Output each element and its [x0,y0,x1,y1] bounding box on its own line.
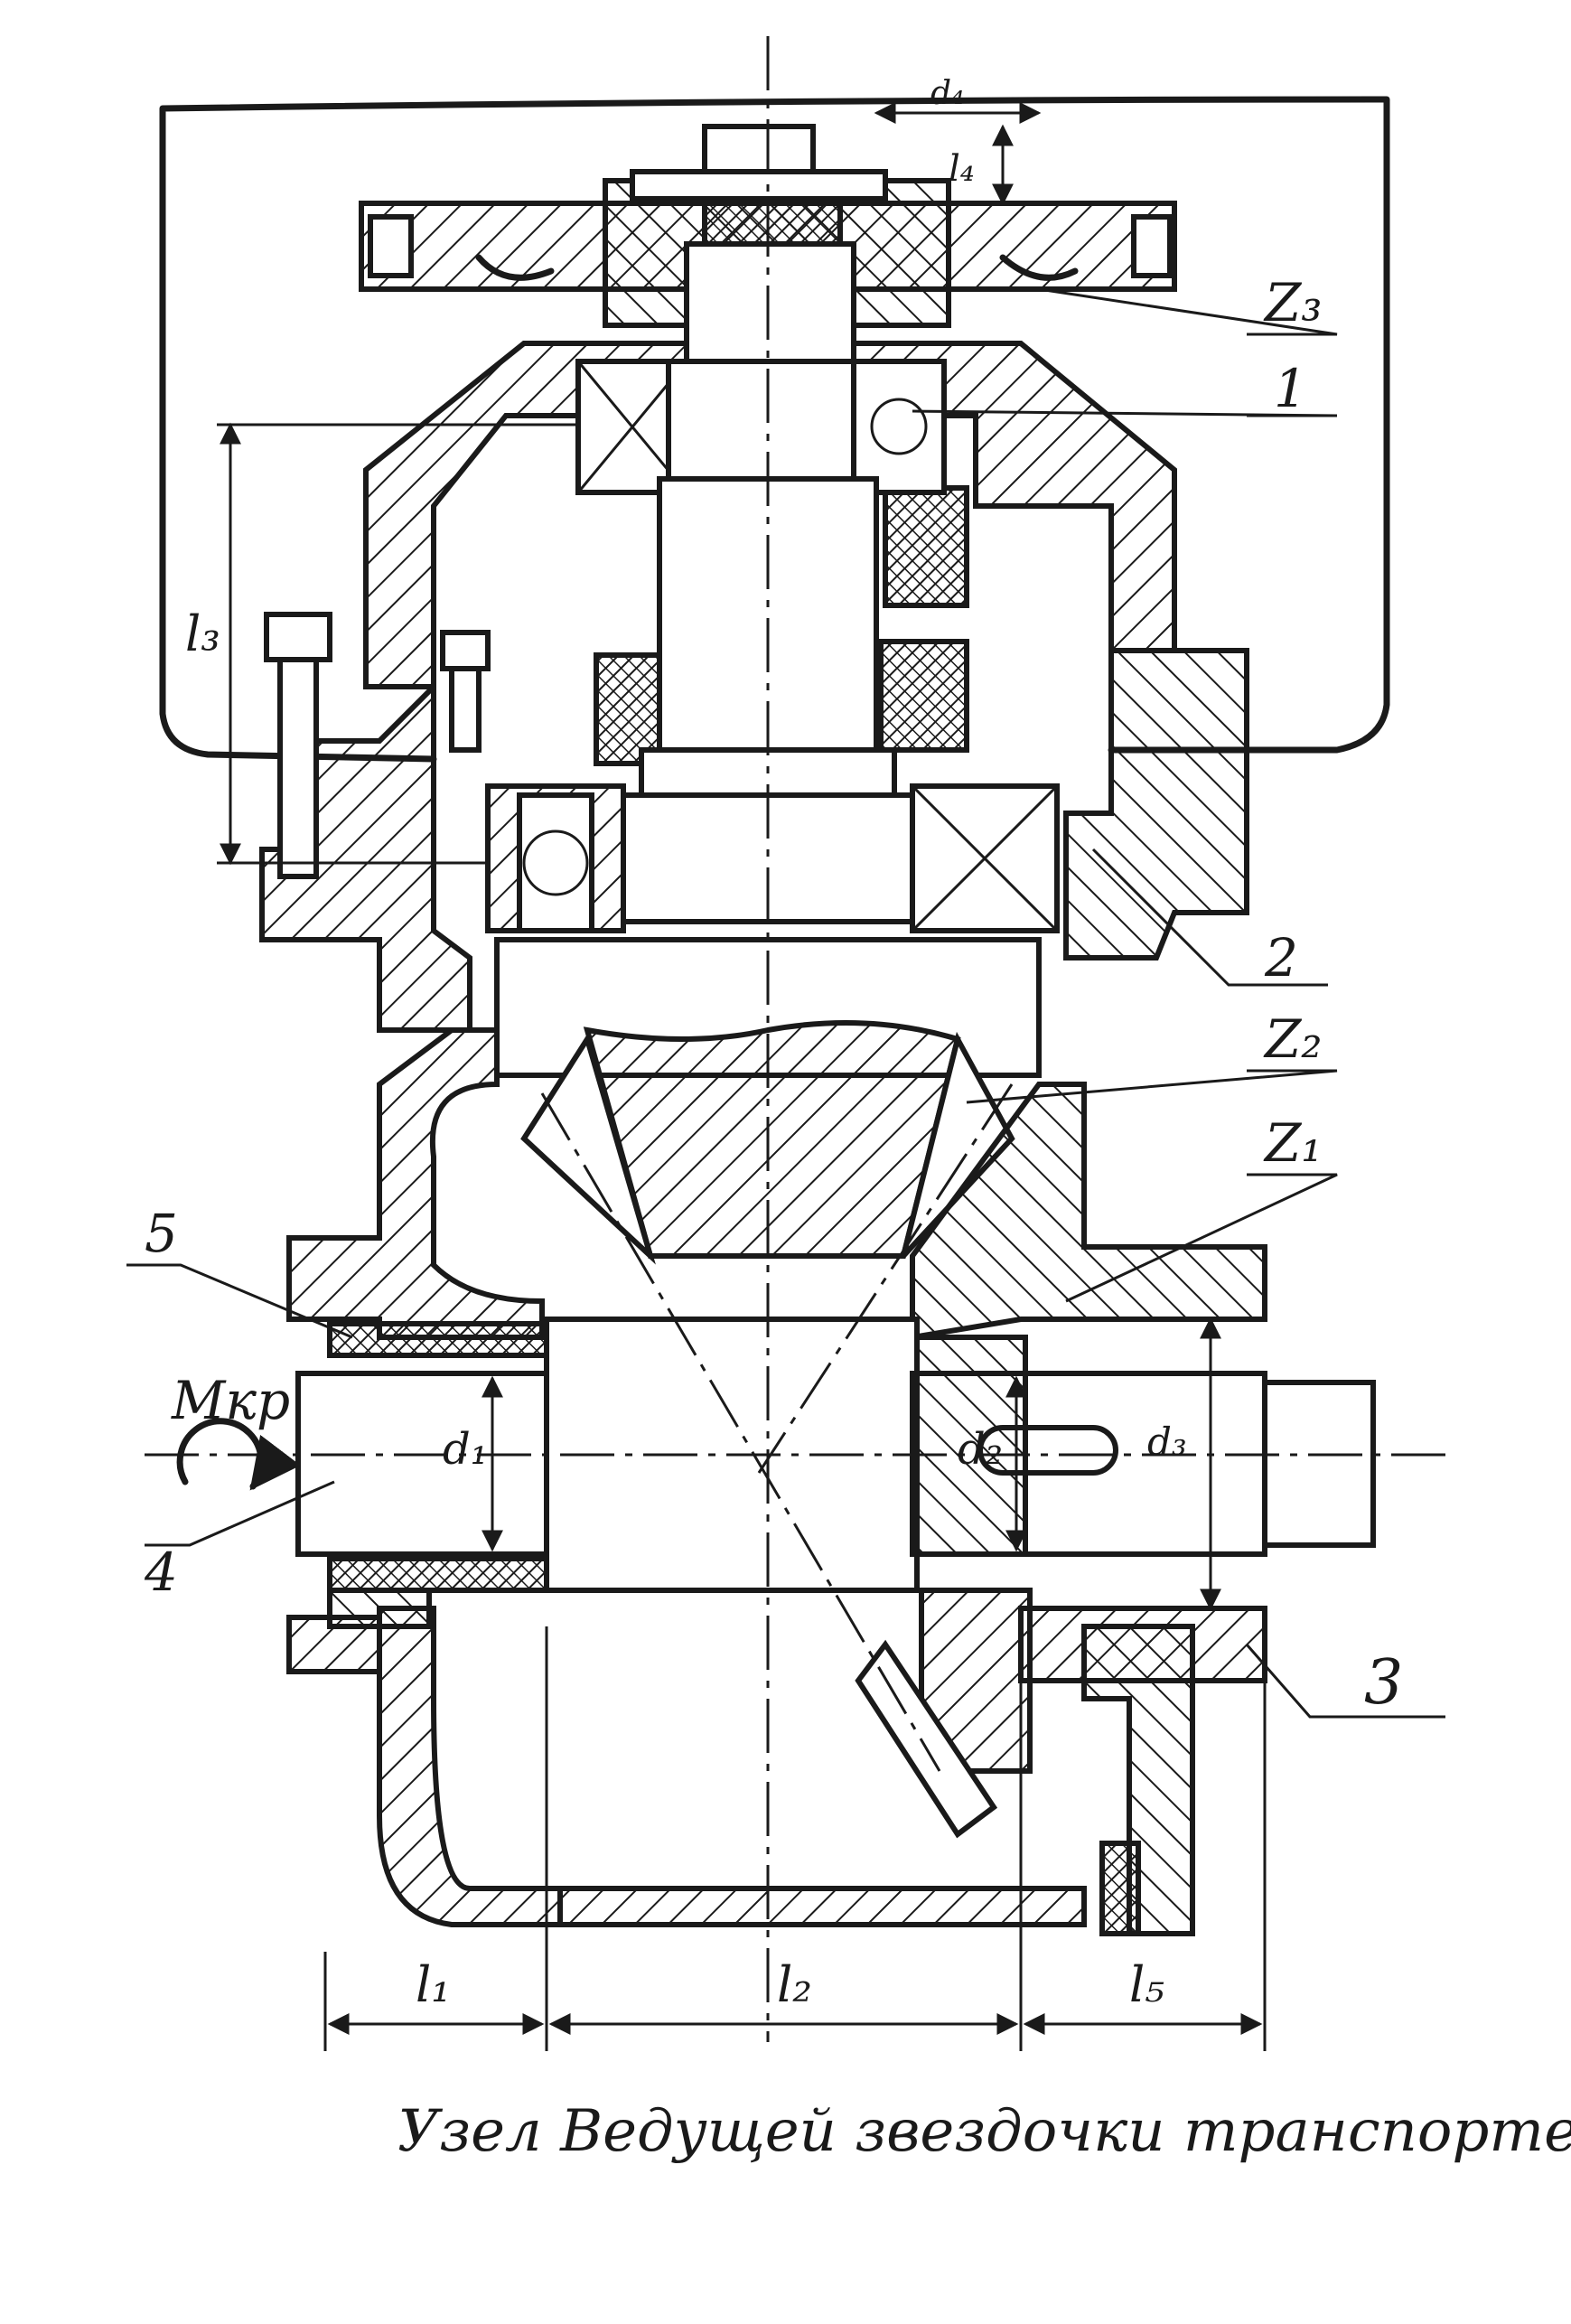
label-part-5: 5 [145,1203,178,1264]
leader-lines [126,287,1445,1719]
label-d3: d₃ [1147,1420,1187,1464]
label-z2: Z₂ [1263,1008,1323,1070]
gear-axis-z1 [757,1083,1014,1474]
label-l2: l₂ [777,1956,812,2013]
lower-housing [286,1027,1267,1936]
label-z3: Z₃ [1263,272,1323,333]
label-l4: l₄ [949,148,975,190]
label-d4: d₄ [930,75,964,112]
label-z1: Z₁ [1263,1112,1323,1174]
label-d2: d₂ [958,1424,1003,1475]
label-part-3: 3 [1364,1647,1403,1719]
label-l1: l₁ [416,1956,451,2013]
gear-axis-z2 [540,1092,941,1772]
label-l3: l₃ [185,605,220,662]
trough-outline [159,96,1390,763]
torque-symbol [176,1418,301,1491]
label-torque: Мкр [171,1370,290,1431]
bearing-2 [485,783,1060,933]
dimensions [217,102,1267,2051]
label-part-4: 4 [144,1542,178,1603]
label-part-2: 2 [1264,927,1298,989]
bolts [264,612,491,879]
drawing-title: Узел Ведущей звездочки транспортера [397,2098,1571,2165]
label-part-1: 1 [1274,358,1307,419]
label-d1: d₁ [443,1424,488,1475]
label-l5: l₅ [1129,1956,1164,2013]
